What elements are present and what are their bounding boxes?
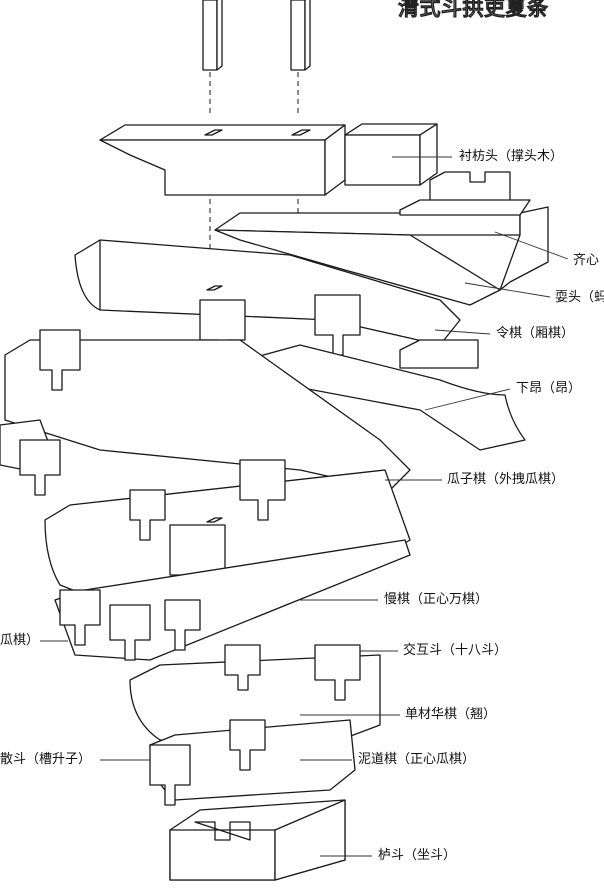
label-qixin: 齐心 (573, 253, 600, 268)
label-nidaogong: 泥道棋（正心瓜棋） (358, 752, 476, 767)
jiaohudou-row (54, 539, 411, 661)
ludou-block (169, 799, 346, 881)
label-xiaang: 下昂（昂） (516, 381, 582, 396)
chenfangtou-block (99, 123, 438, 196)
label-sandou: 散斗（槽升子） (0, 752, 92, 767)
dancai-huagong-arm (129, 644, 381, 741)
dowel-pins (202, 0, 311, 71)
label-guagong-left: 瓜棋） (0, 633, 40, 648)
guazigong-arm (0, 329, 411, 496)
label-mangong: 慢棋（正心万棋） (384, 592, 489, 607)
xiaang-beam (244, 339, 526, 451)
label-jiaohudou: 交互斗（十八斗） (403, 643, 508, 658)
label-chenfangtou: 衬枋头（撑头木） (459, 149, 564, 164)
linggong-arm (74, 239, 461, 361)
label-ludou: 栌斗（坐斗） (378, 848, 457, 863)
diagram-title: 清式斗拱吏夏条 (397, 0, 549, 21)
label-shuatou: 耍头（蚂 (555, 290, 604, 305)
label-dancai: 单材华棋（翘） (405, 707, 497, 722)
label-guazigong: 瓜子棋（外拽瓜棋） (447, 472, 565, 487)
nidaogong-arm (149, 719, 356, 806)
label-linggong: 令棋（厢棋） (496, 326, 575, 341)
label-leader-lines (40, 156, 569, 857)
shuatou-beam (214, 171, 549, 306)
